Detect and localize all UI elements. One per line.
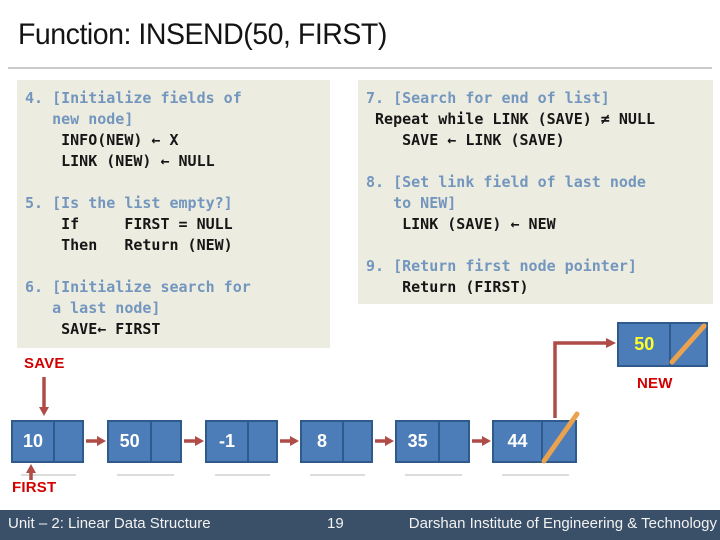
list-node: 44 xyxy=(492,420,577,463)
node-value: 10 xyxy=(22,431,44,451)
list-node: 8 xyxy=(300,420,373,463)
link-arrowhead xyxy=(97,436,106,446)
first-pointer-label: FIRST xyxy=(12,479,57,496)
node-shadow xyxy=(215,474,270,476)
code-line: 5. [Is the list empty?] xyxy=(25,194,233,212)
node-shadow xyxy=(21,474,76,476)
node-value: 44 xyxy=(507,431,528,451)
code-line: SAVE← FIRST xyxy=(25,320,161,338)
link-arrowhead xyxy=(385,436,394,446)
list-node: 10 xyxy=(11,420,84,463)
save-pointer-label: SAVE xyxy=(24,355,65,372)
algorithm-box-right: 7. [Search for end of list] Repeat while… xyxy=(358,80,713,304)
code-line: to NEW] xyxy=(366,194,457,212)
node-value: 35 xyxy=(407,431,428,451)
code-line xyxy=(25,172,330,193)
node-shadow xyxy=(310,474,365,476)
code-line: Repeat while LINK (SAVE) ≠ NULL xyxy=(366,110,655,128)
code-line: 8. [Set link field of last node xyxy=(366,173,646,191)
code-line: SAVE ← LINK (SAVE) xyxy=(366,131,565,149)
node-value: 50 xyxy=(119,431,140,451)
title-divider xyxy=(8,67,712,69)
node-cell-divider xyxy=(53,422,56,461)
slide-footer: Unit – 2: Linear Data Structure 19 Darsh… xyxy=(0,510,720,540)
node-value: -1 xyxy=(219,431,236,451)
node-cell-divider xyxy=(438,422,441,461)
footer-institute-text: Darshan Institute of Engineering & Techn… xyxy=(408,515,717,532)
node-shadow xyxy=(117,474,174,476)
code-line: 6. [Initialize search for xyxy=(25,278,251,296)
node-value: 50 xyxy=(634,334,655,354)
last-to-new-connector xyxy=(553,341,608,418)
algorithm-box-left: 4. [Initialize fields of new node] INFO(… xyxy=(17,80,330,348)
node-value: 8 xyxy=(317,431,328,451)
save-arrowhead xyxy=(39,407,49,416)
code-line: Return (FIRST) xyxy=(366,278,529,296)
code-line: If FIRST = NULL xyxy=(25,215,233,233)
node-shadow xyxy=(405,474,462,476)
code-line xyxy=(366,151,713,172)
list-node: 50 xyxy=(107,420,182,463)
list-node-new: 50 xyxy=(617,322,708,367)
code-line: LINK (NEW) ← NULL xyxy=(25,152,215,170)
node-shadow xyxy=(502,474,569,476)
code-line: Then Return (NEW) xyxy=(25,236,233,254)
code-line: 4. [Initialize fields of xyxy=(25,89,242,107)
page-title: Function: INSEND(50, FIRST) xyxy=(18,18,387,51)
code-line xyxy=(25,256,330,277)
list-node: -1 xyxy=(205,420,278,463)
new-pointer-label: NEW xyxy=(637,375,673,392)
link-arrowhead xyxy=(290,436,299,446)
node-cell-divider xyxy=(669,324,672,365)
code-line: a last node] xyxy=(25,299,161,317)
node-cell-divider xyxy=(342,422,345,461)
footer-unit-text: Unit – 2: Linear Data Structure xyxy=(8,515,211,532)
node-cell-divider xyxy=(150,422,153,461)
code-line: new node] xyxy=(25,110,134,128)
link-arrowhead xyxy=(482,436,491,446)
node-cell-divider xyxy=(540,422,543,461)
first-arrowhead xyxy=(26,464,36,473)
list-node: 35 xyxy=(395,420,470,463)
footer-page-number: 19 xyxy=(327,515,344,532)
code-line: 9. [Return first node pointer] xyxy=(366,257,637,275)
link-arrowhead xyxy=(195,436,204,446)
code-line: LINK (SAVE) ← NEW xyxy=(366,215,556,233)
node-cell-divider xyxy=(247,422,250,461)
code-line xyxy=(366,235,713,256)
connector-arrowhead xyxy=(606,338,616,348)
code-line: INFO(NEW) ← X xyxy=(25,131,179,149)
code-line: 7. [Search for end of list] xyxy=(366,89,610,107)
